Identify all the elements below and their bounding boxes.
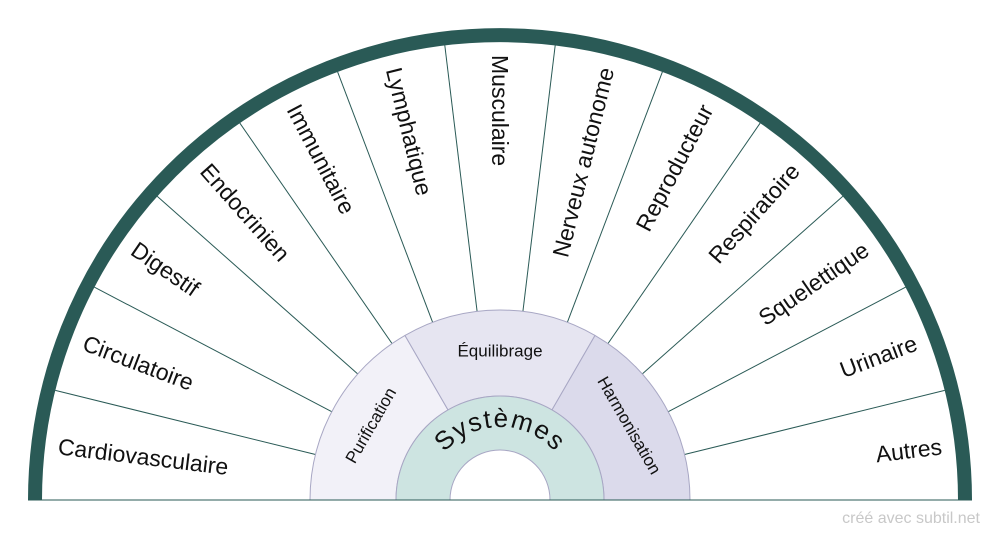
credit-text: créé avec subtil.net <box>842 510 980 527</box>
outer-divider <box>156 195 359 375</box>
outer-divider <box>607 122 761 344</box>
outer-divider <box>94 286 332 413</box>
outer-divider <box>566 71 663 323</box>
segment-label-equilibrage: Équilibrage <box>457 342 542 361</box>
outer-divider <box>337 71 434 323</box>
outer-divider <box>522 45 556 312</box>
outer-divider <box>668 286 906 413</box>
outer-divider <box>684 389 945 456</box>
sector-label-musculaire: Musculaire <box>487 55 513 166</box>
outer-divider <box>239 122 393 344</box>
center-ring <box>395 395 605 501</box>
outer-divider <box>641 195 844 375</box>
outer-divider <box>444 45 478 312</box>
outer-divider <box>55 389 316 456</box>
outer-ring <box>42 42 958 500</box>
outer-rim <box>28 28 972 501</box>
